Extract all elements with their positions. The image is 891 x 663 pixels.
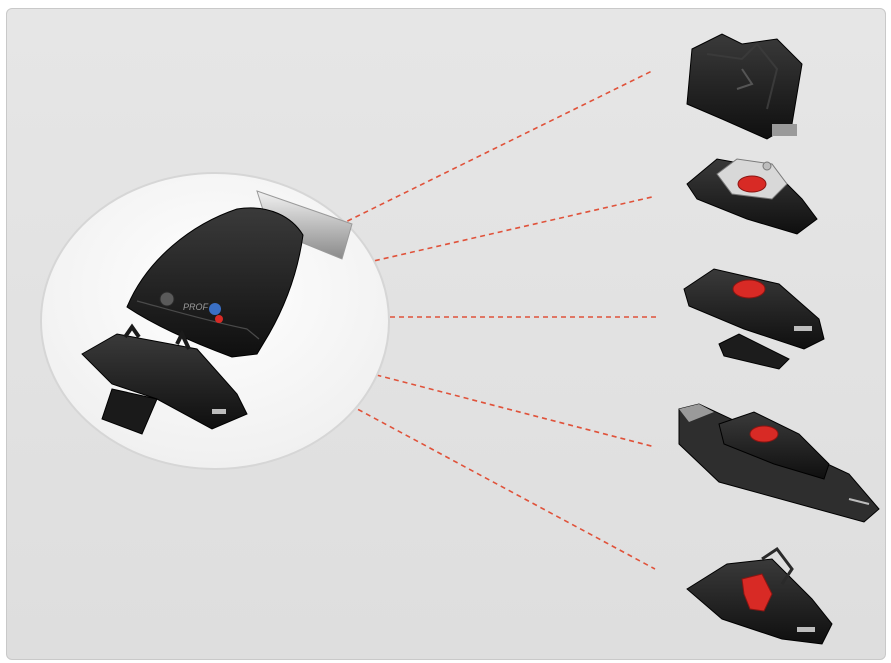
component-1 xyxy=(686,33,803,140)
lock-cylinder-icon xyxy=(159,291,175,307)
leader-line-1 xyxy=(306,70,653,242)
red-lock-mechanism xyxy=(737,175,767,193)
red-lock-mechanism xyxy=(749,425,779,443)
brand-mark: PROF xyxy=(183,302,209,312)
component-5 xyxy=(686,546,833,645)
closeup-lens: PROF xyxy=(40,172,390,470)
component-4 xyxy=(678,403,880,523)
illustration-svg: PROF xyxy=(40,33,880,645)
foot-pad xyxy=(81,333,248,430)
bar-foot-housing xyxy=(126,207,304,358)
rubber-pad xyxy=(718,333,790,370)
component-2 xyxy=(686,158,818,235)
component-3 xyxy=(683,268,825,370)
illustration-frame: PROF xyxy=(6,8,886,660)
red-latch xyxy=(741,573,773,612)
mounting-strap xyxy=(101,388,158,435)
red-lock-mechanism xyxy=(732,279,766,299)
